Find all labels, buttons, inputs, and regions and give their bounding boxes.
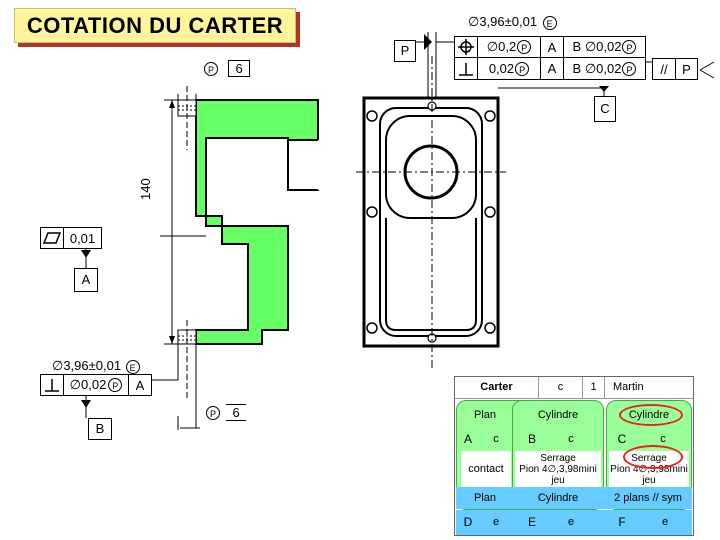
datum-a-label: A — [81, 272, 91, 287]
fcf-flatness-tol: 0,01 — [69, 230, 96, 246]
mating-table: Carter c 1 Martin Plan Cylindre Cylindre… — [454, 376, 694, 536]
datum-b-label: B — [95, 421, 105, 436]
datum-c-box: C — [594, 96, 616, 122]
fcf-perp-mod2: P — [622, 61, 637, 76]
front-view — [356, 32, 715, 370]
ref-b-c: c — [568, 432, 574, 445]
label-cylindre-b: Cylindre — [537, 408, 579, 421]
projected-p-top: P 6 — [204, 60, 250, 78]
fcf-pos-mod: P — [517, 40, 532, 54]
refs2-row-bg — [456, 510, 692, 535]
ref-f: F — [618, 515, 626, 529]
ref-f-e: e — [661, 516, 669, 528]
bottom-diameter-value: ∅3,96±0,01 — [52, 358, 122, 373]
position-icon — [455, 37, 478, 57]
fcf-bottom-mod: P — [108, 378, 123, 392]
bottom-diameter-dim: ∅3,96±0,01 E — [52, 358, 140, 374]
fcf-perp-tol: 0,02 — [488, 61, 515, 76]
envelope-symbol: E — [542, 15, 557, 30]
serrage-b-line3: jeu — [551, 474, 565, 486]
fcf-perp-mod: P — [515, 61, 530, 76]
projected-p-top-symbol: P — [204, 61, 218, 76]
ref-d-e: e — [492, 516, 500, 528]
serrage-b-cell: Serrage Pion 4∅,3,98mini jeu — [515, 451, 601, 487]
bottom-perpendicular-icon — [41, 375, 64, 395]
top-diameter-value: ∅3,96±0,01 — [468, 14, 538, 29]
table-header-c: c — [539, 377, 583, 399]
ref-a: A — [463, 431, 472, 446]
fcf-bottom-ref: A — [135, 377, 145, 393]
fcf-pos-ref1: A — [541, 37, 564, 57]
contact-cell: contact — [461, 451, 511, 487]
ref-c: C — [617, 431, 627, 446]
serrage-c-line2: Pion 4∅,3,98mini — [610, 463, 688, 475]
datum-a-box: A — [74, 268, 98, 292]
flatness-icon — [41, 228, 64, 248]
ref-e: E — [527, 515, 536, 529]
projected-p-bottom: P 6 — [206, 404, 246, 422]
parallel-icon: // — [653, 59, 676, 79]
fcf-parallel: // P — [652, 58, 698, 80]
dim-140: 140 — [138, 178, 153, 200]
ref-d: D — [463, 515, 473, 529]
perpendicular-icon — [455, 58, 478, 79]
projected-p-bottom-value: 6 — [226, 404, 246, 422]
fcf-flatness: 0,01 — [40, 227, 102, 249]
datum-b-box: B — [88, 418, 112, 440]
datum-p-label: P — [400, 43, 410, 58]
ref-b: B — [527, 431, 536, 446]
section-view — [81, 86, 319, 430]
highlight-serrage — [623, 445, 683, 469]
fcf-perp-ref1: A — [541, 58, 564, 79]
fcf-bottom-tol: ∅0,02 — [69, 377, 107, 392]
part-section — [195, 99, 319, 345]
label2-plan: Plan — [473, 491, 497, 504]
fcf-parallel-ref: P — [682, 61, 691, 77]
ref-a-c: c — [493, 432, 499, 445]
label2-cylindre: Cylindre — [537, 491, 579, 504]
serrage-b-line1: Serrage — [540, 452, 576, 464]
datum-p-box: P — [394, 40, 416, 62]
labels2-row-bg — [456, 487, 692, 509]
table-header-other: Martin — [605, 377, 693, 399]
table-header-n: 1 — [583, 377, 605, 399]
label-plan: Plan — [473, 408, 497, 421]
ref-c-c: c — [660, 432, 666, 445]
serrage-c-line3: jeu — [642, 474, 656, 486]
ref-e-e: e — [567, 516, 575, 528]
serrage-b-line2: Pion 4∅,3,98mini — [519, 463, 597, 475]
bottom-envelope-symbol: E — [125, 359, 140, 374]
fcf-pos-ref2: B ∅0,02 — [572, 39, 622, 54]
projected-p-top-value: 6 — [228, 60, 250, 78]
fcf-pos-tol: ∅0,2 — [486, 39, 517, 54]
page-title: COTATION DU CARTER — [14, 8, 296, 43]
projected-p-bottom-symbol: P — [206, 405, 220, 420]
highlight-cylindre — [619, 404, 683, 426]
table-header-part: Carter — [455, 377, 539, 399]
top-diameter-dim: ∅3,96±0,01 E — [468, 14, 557, 30]
fcf-perp-ref2: B ∅0,02 — [572, 60, 622, 76]
datum-c-label: C — [600, 101, 610, 116]
fcf-pos-mod2: P — [622, 40, 637, 54]
label2-plans-sym: 2 plans // sym — [614, 491, 682, 504]
